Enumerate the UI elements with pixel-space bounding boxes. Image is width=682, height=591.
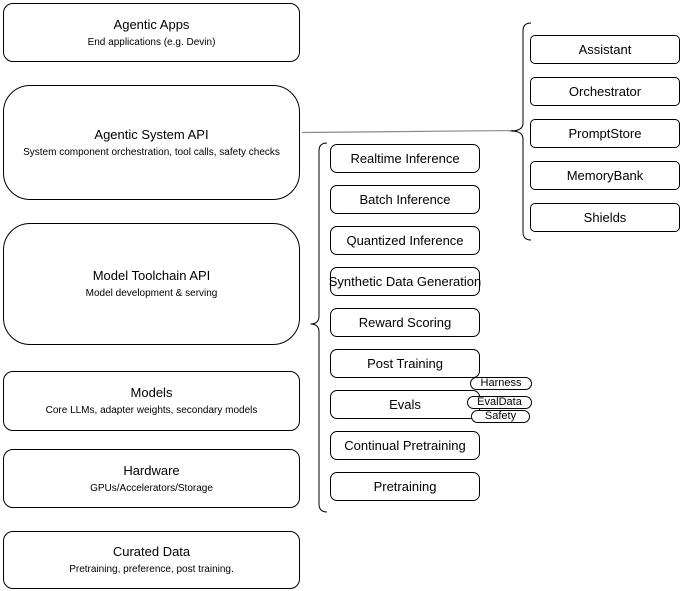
component-label: Shields: [583, 210, 627, 225]
component-box-memorybank: MemoryBank: [530, 161, 680, 190]
component-label: Orchestrator: [568, 84, 642, 99]
pill-label: EvalData: [477, 396, 522, 408]
component-box-orchestrator: Orchestrator: [530, 77, 680, 106]
service-box-pretraining: Pretraining: [330, 472, 480, 501]
pill-label: Safety: [484, 410, 517, 422]
layer-subtitle: Pretraining, preference, post training.: [69, 564, 234, 575]
box-agentic-system-api: Agentic System API System component orch…: [3, 85, 300, 200]
box-models: Models Core LLMs, adapter weights, secon…: [3, 371, 300, 431]
toolchain-brace: [310, 142, 328, 513]
layer-subtitle: Model development & serving: [85, 288, 218, 299]
service-box-batch-inference: Batch Inference: [330, 185, 480, 214]
service-label: Batch Inference: [359, 192, 451, 207]
system-connector-line: [301, 129, 514, 134]
service-label: Synthetic Data Generation: [328, 274, 482, 289]
pill-harness: Harness: [470, 377, 532, 390]
layer-subtitle: GPUs/Accelerators/Storage: [90, 482, 213, 494]
layer-title: Agentic Apps: [113, 16, 190, 32]
component-box-promptstore: PromptStore: [530, 119, 680, 148]
box-hardware: Hardware GPUs/Accelerators/Storage: [3, 449, 300, 508]
pill-safety: Safety: [471, 410, 530, 423]
box-model-toolchain-api: Model Toolchain API Model development & …: [3, 223, 300, 345]
service-label: Realtime Inference: [350, 151, 460, 166]
layer-title: Curated Data: [112, 544, 191, 559]
system-brace: [510, 22, 532, 241]
service-label: Quantized Inference: [346, 233, 464, 248]
service-box-synthetic-data-generation: Synthetic Data Generation: [328, 267, 482, 296]
layer-subtitle: Core LLMs, adapter weights, secondary mo…: [45, 405, 258, 416]
service-label: Continual Pretraining: [344, 438, 466, 453]
component-label: MemoryBank: [566, 168, 644, 183]
service-box-reward-scoring: Reward Scoring: [330, 308, 480, 337]
box-agentic-apps: Agentic Apps End applications (e.g. Devi…: [3, 3, 300, 62]
component-box-shields: Shields: [530, 203, 680, 232]
pill-label: Harness: [480, 377, 522, 389]
service-box-evals: Evals: [330, 390, 480, 419]
component-label: PromptStore: [568, 126, 642, 141]
service-box-continual-pretraining: Continual Pretraining: [330, 431, 480, 460]
service-label: Post Training: [367, 356, 443, 371]
layer-title: Hardware: [123, 462, 180, 478]
service-box-realtime-inference: Realtime Inference: [330, 144, 480, 173]
layer-subtitle: System component orchestration, tool cal…: [23, 146, 280, 158]
service-label: Reward Scoring: [358, 315, 452, 330]
component-label: Assistant: [578, 42, 632, 57]
layer-title: Model Toolchain API: [92, 268, 211, 283]
service-box-post-training: Post Training: [330, 349, 480, 378]
service-label: Pretraining: [373, 479, 437, 494]
component-box-assistant: Assistant: [530, 35, 680, 64]
pill-evaldata: EvalData: [467, 396, 532, 409]
box-curated-data: Curated Data Pretraining, preference, po…: [3, 531, 300, 589]
layer-title: Agentic System API: [94, 126, 209, 142]
service-label: Evals: [389, 397, 421, 412]
service-box-quantized-inference: Quantized Inference: [330, 226, 480, 255]
layer-subtitle: End applications (e.g. Devin): [87, 36, 216, 48]
layer-title: Models: [130, 385, 173, 400]
